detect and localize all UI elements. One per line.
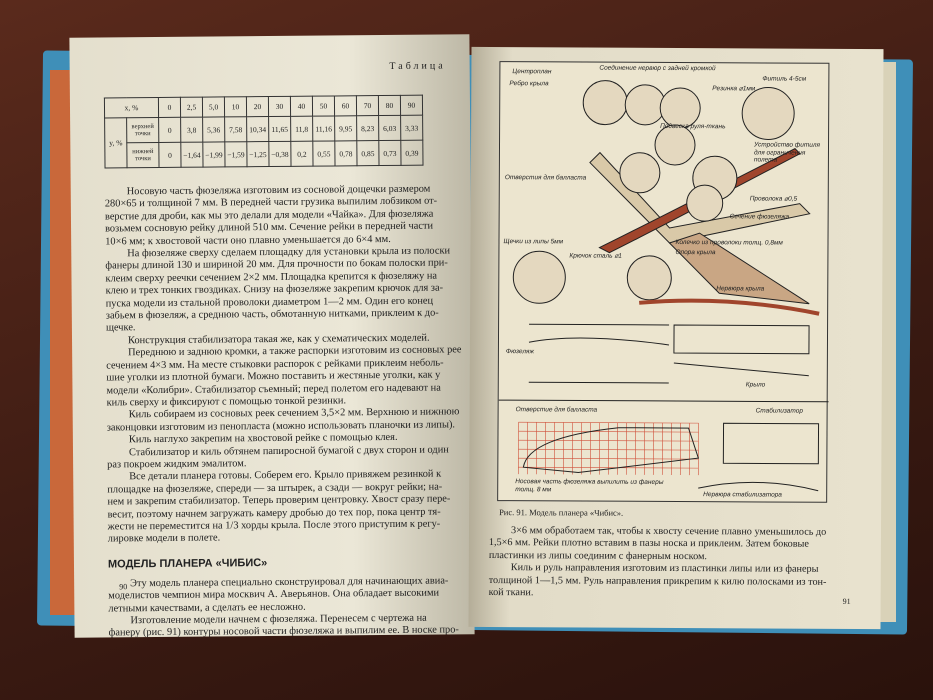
- grid-line: [518, 457, 699, 460]
- body-text: Носовую часть фюзеляжа изготовим из сосн…: [105, 183, 474, 546]
- figure-label: Нервюра стабилизатора: [703, 491, 782, 499]
- x-cell: 60: [334, 95, 357, 116]
- x-cell: 90: [400, 95, 423, 116]
- figure-label: Ребро крыла: [509, 80, 549, 88]
- detail-circle: [624, 84, 666, 126]
- figure-label: Колечко из проволоки толщ. 0,8мм: [675, 238, 783, 247]
- text-line: лировке модели в полете.: [107, 532, 221, 545]
- detail-circle: [619, 152, 661, 194]
- grid-line: [518, 439, 699, 442]
- cell: 0,55: [312, 140, 336, 167]
- figure-label: Стабилизатор: [755, 407, 803, 415]
- x-cell: 0: [158, 97, 181, 118]
- detail-circle: [582, 80, 628, 126]
- x-cell: 70: [356, 95, 379, 116]
- figure-label: Опора крыла: [675, 248, 716, 257]
- figure-label: Крыло: [745, 381, 766, 389]
- cell: 0,73: [378, 140, 402, 166]
- grid-line: [518, 421, 699, 424]
- detail-circle: [741, 86, 795, 140]
- figure-label: Соединение нервюр с задней кромкой: [599, 64, 716, 73]
- x-cell: 30: [268, 96, 291, 117]
- wing-right: [668, 232, 810, 305]
- cell: 11,16: [312, 115, 335, 142]
- figure-91: Центроплан Ребро крыла Соединение нервюр…: [497, 61, 830, 503]
- x-cell: 50: [312, 95, 335, 117]
- figure-caption: Рис. 91. Модель планера «Чибис».: [499, 507, 624, 518]
- detail-circle: [654, 124, 696, 166]
- detail-circle: [686, 184, 724, 222]
- row-label: верхней точки: [126, 117, 159, 143]
- x-cell: 5,0: [202, 96, 225, 118]
- figure-label: Нервюра крыла: [716, 285, 765, 293]
- cell: −0,38: [268, 141, 292, 167]
- figure-label: Отверстие для балласта: [515, 406, 598, 414]
- x-cell: 10: [224, 96, 247, 117]
- cell: 10,34: [246, 116, 269, 142]
- figure-label: Проволока ⌀0,5: [749, 195, 798, 203]
- cell: 0: [158, 117, 181, 143]
- figure-label: Центроплан: [512, 68, 552, 76]
- detail-circle: [512, 250, 566, 304]
- figure-label: Фюзеляж: [505, 348, 534, 356]
- cell: 0: [158, 142, 182, 168]
- text-line: толщиной 1—1,5 мм. Руль направления прик…: [488, 574, 827, 588]
- page-number: 90: [119, 582, 128, 592]
- text-line: пилим лобзиком отверстия для балласта. К…: [109, 637, 464, 638]
- text-line: фанеру (рис. 91) контуры носовой части ф…: [108, 624, 459, 638]
- cell: 11,65: [268, 116, 291, 142]
- cell: 7,58: [224, 116, 247, 142]
- figure-label: Подвеска руля-ткань: [660, 122, 726, 131]
- cell: 9,95: [334, 115, 357, 141]
- figure-label: Резинка ⌀1мм: [712, 85, 756, 93]
- detail-circle: [626, 255, 672, 301]
- figure-label: Фитиль 4-5см: [762, 75, 807, 83]
- cell: 8,23: [356, 115, 379, 141]
- grid-line: [518, 430, 699, 433]
- cell: −1,64: [180, 142, 204, 168]
- cell: 11,8: [290, 116, 313, 142]
- x-label: x, %: [104, 97, 159, 118]
- page-number: 91: [842, 596, 851, 606]
- glider-drawing: [498, 80, 829, 492]
- x-cell: 80: [378, 95, 401, 116]
- x-cell: 20: [246, 96, 269, 117]
- figure-label: Устройство фитиля для ограничения полета: [753, 141, 821, 164]
- section-heading: МОДЕЛЬ ПЛАНЕРА «ЧИБИС»: [107, 556, 268, 571]
- figure-label: Щечки из липы 5мм: [503, 238, 564, 246]
- grid-line: [518, 466, 699, 469]
- y-label: y, %: [104, 117, 128, 168]
- cell: 0,2: [290, 141, 314, 167]
- x-cell: 2,5: [180, 97, 203, 118]
- row-label: нижней точки: [126, 142, 160, 168]
- cell: 0,39: [400, 140, 424, 166]
- cell: 6,03: [378, 115, 401, 141]
- grid-line: [518, 448, 699, 451]
- right-page: Центроплан Ребро крыла Соединение нервюр…: [468, 46, 884, 630]
- figure-label: Носовая часть фюзеляжа выпилить из фанер…: [515, 478, 664, 493]
- body-text-2: Эту модель планера специально сконструир…: [108, 575, 475, 638]
- cell: −1,25: [246, 141, 270, 167]
- figure-label: Сечение фюзеляжа: [729, 213, 790, 221]
- body-text: 3×6 мм обработаем так, чтобы к хвосту се…: [489, 525, 861, 601]
- grid-pattern: [517, 421, 699, 476]
- cell: 3,33: [400, 115, 423, 141]
- cell: 0,85: [356, 140, 380, 166]
- cell: −1,59: [224, 141, 248, 167]
- table-title: Таблица: [389, 60, 446, 72]
- figure-label: Крючок сталь ⌀1: [569, 252, 622, 260]
- x-cell: 40: [290, 96, 313, 117]
- cell: 5,36: [202, 116, 225, 143]
- text-line: кой ткани.: [488, 587, 534, 599]
- cell: 0,78: [334, 140, 358, 166]
- cell: 3,8: [180, 117, 203, 143]
- cell: −1,99: [202, 141, 226, 168]
- figure-label: Отверстия для балласта: [504, 174, 587, 182]
